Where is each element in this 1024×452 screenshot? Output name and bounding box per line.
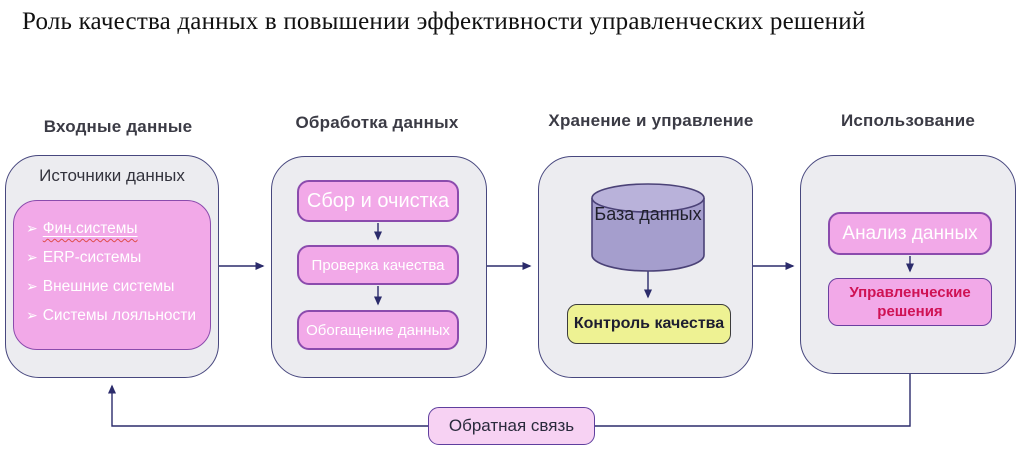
list-item: ➢Системы лояльности	[26, 301, 210, 330]
input-content: Источники данных ➢Фин.системы ➢ERP-систе…	[5, 155, 219, 378]
list-item: ➢Фин.системы	[26, 214, 210, 243]
sources-panel: ➢Фин.системы ➢ERP-системы ➢Внешние систе…	[13, 200, 211, 350]
column-header-input: Входные данные	[43, 117, 193, 136]
source-external-systems: Внешние системы	[42, 278, 175, 295]
step-quality-check-box: Проверка качества	[297, 245, 459, 285]
column-header-usage: Использование	[840, 111, 976, 130]
column-header-processing: Обработка данных	[295, 113, 459, 132]
source-erp-systems: ERP-системы	[42, 249, 142, 266]
diagram-title: Роль качества данных в повышении эффекти…	[22, 8, 866, 35]
step-collect-clean-box: Сбор и очистка	[297, 180, 459, 222]
arrow-bullet-icon: ➢	[26, 278, 38, 294]
storage-content: База данных Контроль качества	[538, 156, 753, 378]
sources-label: Источники данных	[39, 166, 185, 185]
quality-control-box: Контроль качества	[567, 304, 731, 344]
usage-content: Анализ данных Управленческие решения	[800, 155, 1016, 374]
list-item: ➢ERP-системы	[26, 243, 210, 272]
arrow-bullet-icon: ➢	[26, 249, 38, 265]
processing-content: Сбор и очистка Проверка качества Обогаще…	[271, 156, 487, 378]
source-fin-systems: Фин.системы	[42, 220, 138, 237]
database-cylinder-icon	[591, 183, 705, 272]
column-header-storage: Хранение и управление	[548, 111, 754, 130]
arrow-bullet-icon: ➢	[26, 307, 38, 323]
source-loyalty-systems: Системы лояльности	[42, 307, 197, 324]
database-label: База данных	[594, 204, 702, 224]
step-data-enrichment-box: Обогащение данных	[297, 310, 459, 350]
data-analysis-box: Анализ данных	[828, 212, 992, 255]
arrow-bullet-icon: ➢	[26, 220, 38, 236]
feedback-box: Обратная связь	[428, 407, 595, 445]
management-decisions-box: Управленческие решения	[828, 278, 992, 326]
list-item: ➢Внешние системы	[26, 272, 210, 301]
